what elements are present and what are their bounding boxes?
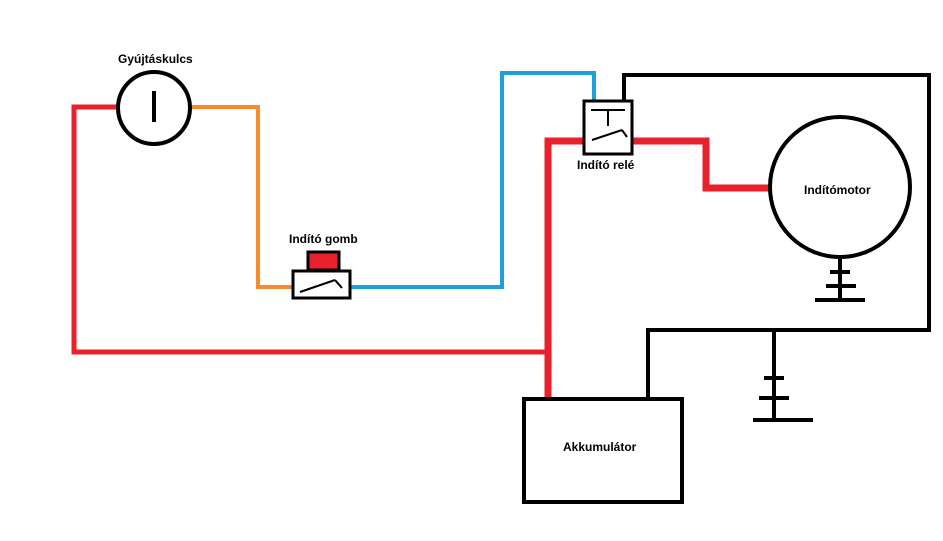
ignition-key-label: Gyújtáskulcs xyxy=(118,52,193,66)
battery-to-relay-wire xyxy=(544,137,588,402)
relay-to-motor-wire xyxy=(628,137,774,192)
battery-body xyxy=(522,397,684,504)
ignition-key: Gyújtáskulcs xyxy=(116,52,193,146)
starter-relay-label: Indító relé xyxy=(577,158,635,172)
starter-relay-contact xyxy=(591,129,623,141)
start-button-body xyxy=(291,269,352,300)
button-to-relay-wire xyxy=(348,71,596,289)
battery-label: Akkumulátor xyxy=(563,440,637,454)
battery-ground-wire xyxy=(646,328,931,400)
starter-relay-body xyxy=(582,99,634,156)
starter-motor: Indítómotor xyxy=(768,115,912,302)
ignition-to-button-wire xyxy=(188,105,295,289)
start-button: Indító gomb xyxy=(289,232,358,300)
chassis-ground-symbol xyxy=(753,330,813,422)
relay-ground-wire xyxy=(622,73,931,332)
starter-relay: Indító relé xyxy=(577,99,635,172)
motor-ground-symbol xyxy=(815,257,865,302)
battery-to-ignition-wire xyxy=(71,104,550,355)
start-button-contact xyxy=(299,279,336,293)
start-button-cap xyxy=(306,250,341,272)
battery: Akkumulátor xyxy=(522,397,684,504)
starter-motor-label: Indítómotor xyxy=(804,183,871,197)
start-button-label: Indító gomb xyxy=(289,232,358,246)
